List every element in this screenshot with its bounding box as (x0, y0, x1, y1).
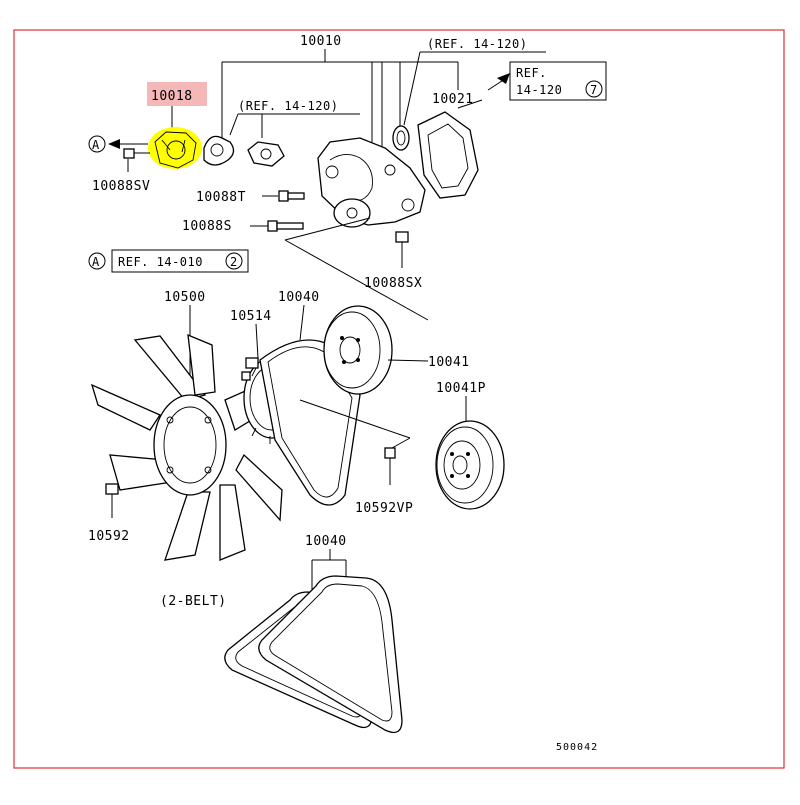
bolt-10088t (262, 190, 305, 202)
svg-text:REF. 14-010: REF. 14-010 (118, 255, 203, 269)
ref-14-010: A REF. 14-010 2 (88, 249, 249, 273)
label-10021: 10021 (432, 92, 474, 107)
leader-10514 (255, 323, 259, 359)
ref-14-120-top-leader (403, 51, 421, 126)
bolt-10088sx (395, 231, 409, 268)
label-10018-highlight (147, 82, 207, 106)
ref-box-right: REF. 14-120 7 (487, 61, 607, 101)
label-10088s: 10088S (182, 219, 232, 234)
svg-text:14-120: 14-120 (516, 83, 562, 97)
label-10592vp: 10592VP (355, 501, 413, 516)
thermostat-part (247, 141, 285, 167)
pulley-10041p-part (435, 420, 505, 510)
ref-a-arrow: A (88, 135, 148, 153)
bolt-10088s (250, 220, 304, 232)
label-10500: 10500 (164, 290, 206, 305)
label-10514: 10514 (230, 309, 272, 324)
label-10041p: 10041P (436, 381, 486, 396)
leader-10040-top (299, 304, 305, 341)
o-ring-part (392, 125, 410, 151)
ref-14-120-mid-leader-a (229, 113, 239, 136)
diagram-frame (13, 29, 785, 769)
label-10018: 10018 (151, 89, 193, 104)
belts-10040-pair-part (224, 575, 403, 734)
label-10040-bottom: 10040 (305, 534, 347, 549)
label-10088t: 10088T (196, 190, 246, 205)
gasket-10021-part (417, 111, 479, 199)
svg-text:A: A (92, 138, 100, 152)
bolt-10088sv (123, 148, 150, 172)
svg-text:A: A (92, 255, 100, 269)
belt-note: (2-BELT) (160, 594, 227, 609)
label-10088sv: 10088SV (92, 179, 150, 194)
svg-text:2: 2 (230, 255, 238, 269)
ref-14-120-top: (REF. 14-120) (427, 37, 527, 51)
leader-10010 (221, 49, 459, 155)
svg-text:REF.: REF. (516, 66, 547, 80)
gasket-part (203, 135, 235, 166)
leader-pump-shaft (284, 217, 371, 241)
leader-10021 (457, 99, 483, 109)
leader-10040-bottom (311, 549, 347, 594)
label-10041: 10041 (428, 355, 470, 370)
label-10088sx: 10088SX (364, 276, 422, 291)
label-10010: 10010 (300, 34, 342, 49)
label-10040-top: 10040 (278, 290, 320, 305)
leader-10041 (387, 359, 429, 362)
label-10592: 10592 (88, 529, 130, 544)
figure-number: 500042 (556, 742, 598, 753)
bolt-10592 (105, 483, 119, 518)
thermostat-housing-part (148, 127, 202, 169)
ref-14-120-mid: (REF. 14-120) (238, 99, 338, 113)
pulley-10041-part (323, 305, 393, 395)
leader-pump-pulley (284, 239, 429, 321)
svg-text:7: 7 (590, 83, 598, 97)
bolt-10592vp (299, 399, 411, 485)
water-pump-part (317, 137, 426, 228)
